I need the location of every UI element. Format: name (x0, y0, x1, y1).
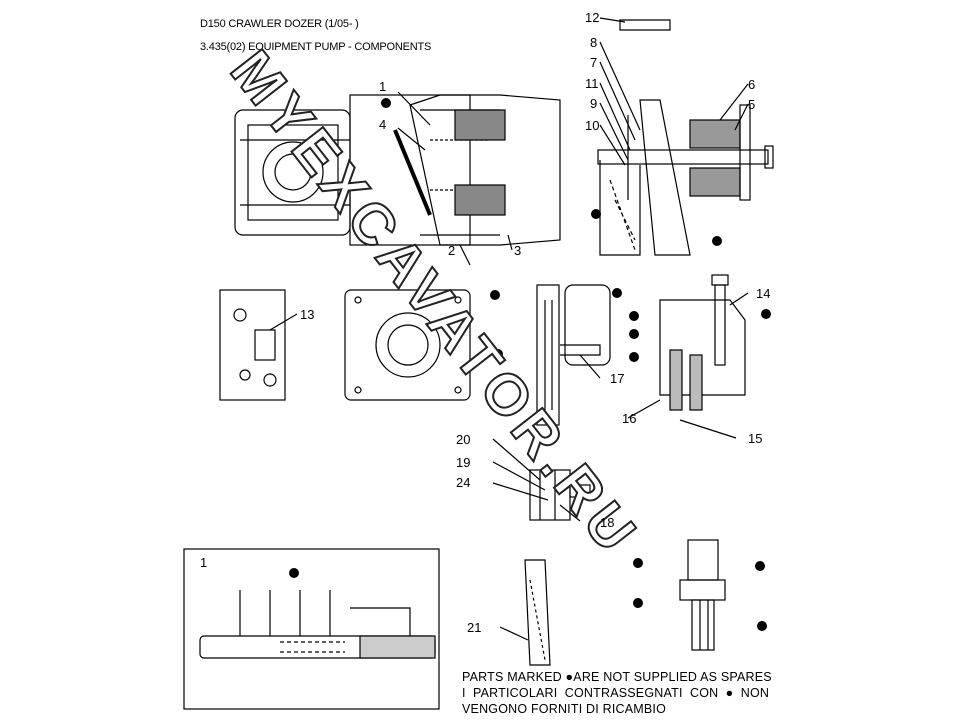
callout-3: 3 (514, 243, 522, 258)
callout-12: 12 (585, 10, 600, 25)
callout-2: 2 (448, 243, 456, 258)
callout-19: 19 (456, 455, 471, 470)
callout-5: 5 (748, 97, 756, 112)
note-line-2: I PARTICOLARI CONTRASSEGNATI CON ● NON (462, 686, 770, 700)
callout-17: 17 (610, 371, 625, 386)
callout-9: 9 (590, 96, 598, 111)
callout-16: 16 (622, 411, 637, 426)
not-supplied-markers (289, 98, 771, 631)
callout-21: 21 (467, 620, 482, 635)
note-line-1: PARTS MARKED ●ARE NOT SUPPLIED AS SPARES (462, 670, 772, 684)
callout-13: 13 (300, 307, 315, 322)
diagram-subtitle: 3.435(02) EQUIPMENT PUMP - COMPONENTS (200, 41, 432, 53)
pump-shaft-assembly (597, 19, 774, 256)
diagram-title: D150 CRAWLER DOZER (1/05- ) (200, 18, 359, 30)
relief-valve-assembly (679, 539, 726, 651)
callout-24: 24 (456, 475, 471, 490)
callout-4: 4 (379, 117, 387, 132)
callout-15: 15 (748, 431, 763, 446)
callout-1: 1 (379, 79, 387, 94)
callout-14: 14 (756, 286, 771, 301)
callout-7: 7 (590, 55, 598, 70)
callout-11: 11 (585, 76, 599, 91)
detail-callout-1: 1 (200, 555, 208, 570)
callout-18: 18 (600, 515, 615, 530)
note-line-3: VENGONO FORNITI DI RICAMBIO (462, 702, 667, 716)
detail-box-1 (183, 548, 440, 710)
callout-20: 20 (456, 432, 471, 447)
callout-10: 10 (585, 118, 600, 133)
callout-8: 8 (590, 35, 598, 50)
pump-flange (344, 289, 471, 401)
valve-block-13 (219, 289, 286, 401)
plate-21 (524, 559, 551, 666)
pump-assembly-main (234, 94, 561, 246)
callout-6: 6 (748, 77, 756, 92)
control-valve-14-16 (659, 274, 746, 411)
